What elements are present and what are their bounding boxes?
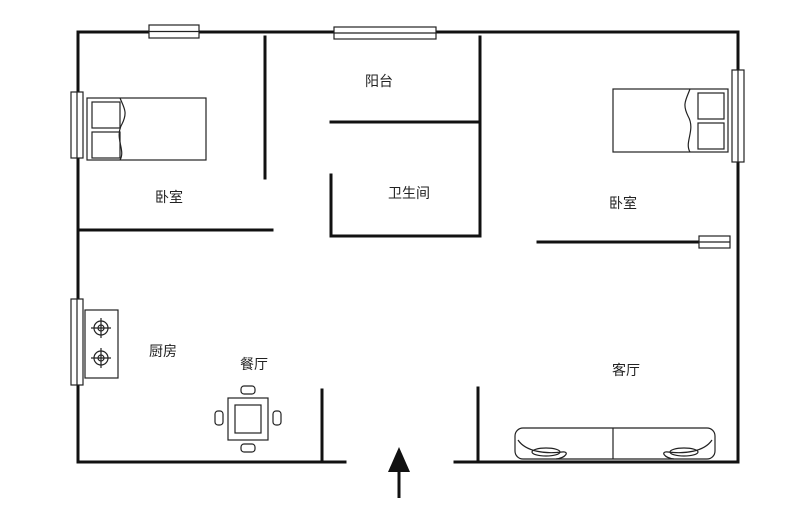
room-label-bathroom: 卫生间 xyxy=(388,186,430,202)
bed-icon xyxy=(86,97,207,161)
stove-icon xyxy=(84,309,119,379)
room-label-balcony: 阳台 xyxy=(365,74,393,90)
exterior-walls xyxy=(76,30,740,464)
bed-icon xyxy=(612,88,729,153)
interior-walls xyxy=(78,35,702,464)
room-label-kitchen: 厨房 xyxy=(149,344,177,360)
window-icon xyxy=(333,26,437,40)
window-icon xyxy=(70,91,84,159)
window-icon xyxy=(698,235,731,249)
sofa-icon xyxy=(514,427,716,460)
room-label-bedroom-right: 卧室 xyxy=(609,195,637,212)
dining-table-icon xyxy=(214,385,282,453)
room-label-dining: 餐厅 xyxy=(240,357,268,373)
room-label-living: 客厅 xyxy=(612,362,640,379)
window-icon xyxy=(148,24,200,39)
entrance-arrow-icon xyxy=(388,447,410,498)
room-label-bedroom-left: 卧室 xyxy=(155,189,183,206)
window-icon xyxy=(731,69,745,163)
window-icon xyxy=(70,298,84,386)
